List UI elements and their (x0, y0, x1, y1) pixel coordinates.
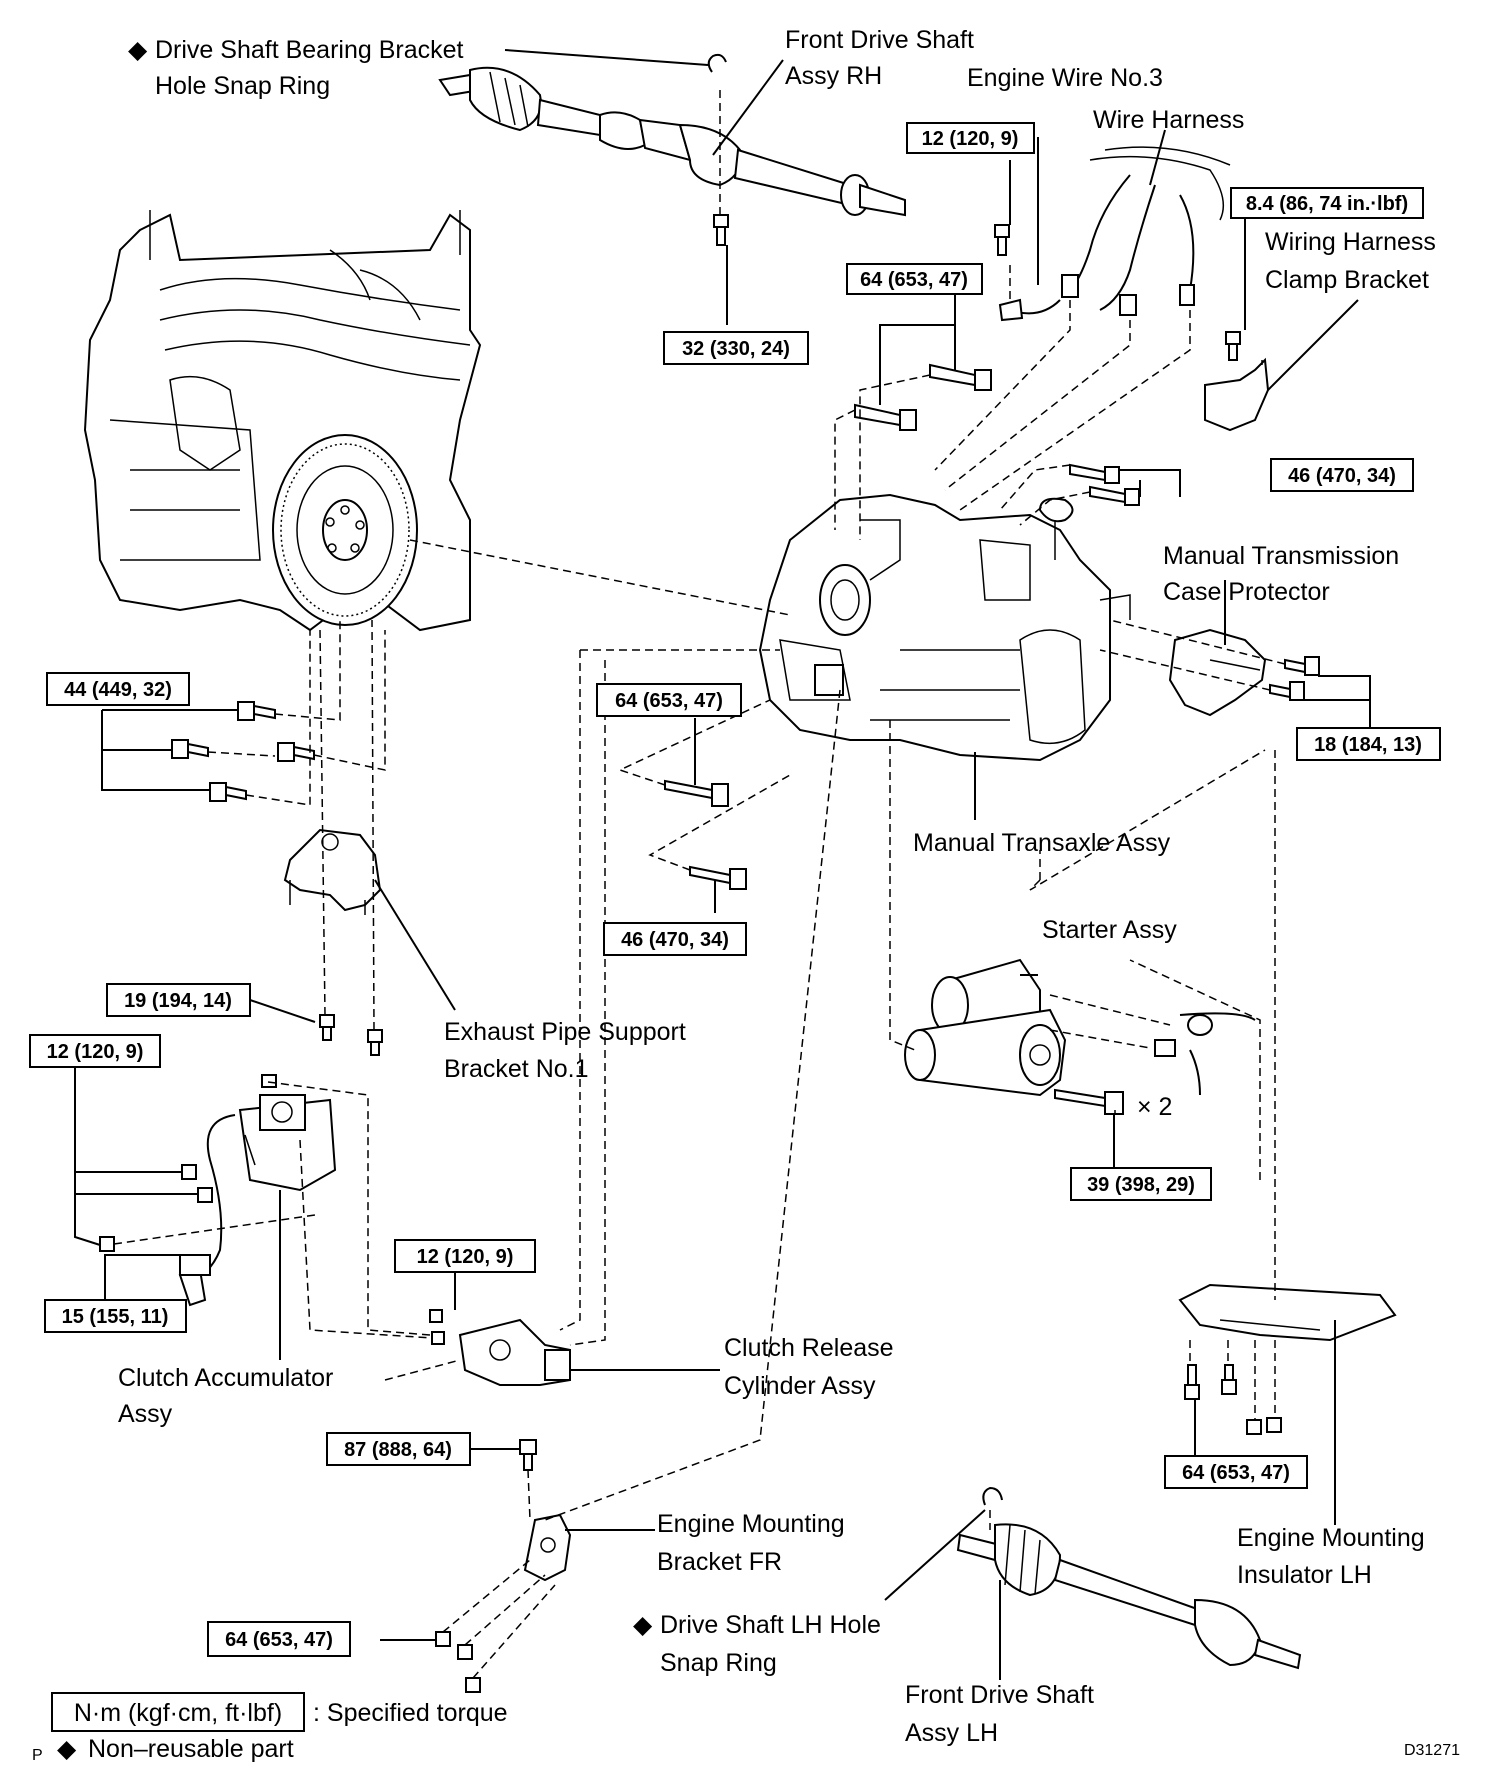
torque-12-acc: 12 (120, 9) (29, 1034, 161, 1068)
wiring-harness-clamp-bracket (1204, 331, 1270, 432)
torque-text: 64 (653, 47) (1182, 1462, 1290, 1484)
label-lh-snap-ring-2: Snap Ring (660, 1649, 777, 1677)
torque-12-wire: 12 (120, 9) (906, 122, 1035, 154)
diamond-symbol: ◆ (128, 36, 148, 64)
torque-8-4: 8.4 (86, 74 in.·lbf) (1230, 187, 1424, 219)
torque-32: 32 (330, 24) (663, 331, 809, 365)
label-starter: Starter Assy (1042, 916, 1177, 944)
torque-39: 39 (398, 29) (1070, 1167, 1212, 1201)
torque-text: 87 (888, 64) (344, 1439, 452, 1461)
torque-12-rel: 12 (120, 9) (394, 1239, 536, 1273)
manual-transaxle (758, 493, 1131, 762)
rh-snap-ring (707, 53, 727, 73)
label-times-two: × 2 (1137, 1093, 1172, 1121)
bolt-64-mid (664, 779, 729, 807)
label-clamp-bracket-1: Wiring Harness (1265, 228, 1436, 256)
torque-text: 32 (330, 24) (682, 338, 790, 360)
bolt-12-wire (994, 224, 1010, 256)
label-exhaust-bracket-2: Bracket No.1 (444, 1055, 589, 1083)
flywheel (272, 434, 418, 626)
bolt-32 (713, 214, 729, 246)
torque-18: 18 (184, 13) (1296, 727, 1441, 761)
torque-64-top: 64 (653, 47) (846, 263, 983, 295)
torque-64-ins: 64 (653, 47) (1164, 1455, 1308, 1489)
label-front-shaft-rh-1: Front Drive Shaft (785, 26, 974, 54)
torque-64-mid: 64 (653, 47) (596, 683, 742, 717)
legend: N·m (kgf·cm, ft·lbf) : Specified torque … (32, 1692, 508, 1764)
label-case-protector-2: Case Protector (1163, 578, 1330, 606)
label-clutch-release-1: Clutch Release (724, 1334, 894, 1362)
engine-mounting-bracket-fr (435, 1439, 572, 1693)
torque-text: 8.4 (86, 74 in.·lbf) (1246, 193, 1408, 215)
legend-unit-box: N·m (kgf·cm, ft·lbf) (74, 1699, 282, 1727)
torque-text: 12 (120, 9) (922, 128, 1019, 150)
label-transaxle: Manual Transaxle Assy (913, 829, 1171, 857)
torque-text: 46 (470, 34) (1288, 465, 1396, 487)
label-rh-snap-ring-2: Hole Snap Ring (155, 72, 330, 100)
torque-19: 19 (194, 14) (106, 983, 251, 1017)
label-exhaust-bracket-1: Exhaust Pipe Support (444, 1018, 686, 1046)
engine-mounting-insulator-lh (1178, 1283, 1397, 1435)
torque-87: 87 (888, 64) (326, 1432, 471, 1466)
exhaust-pipe-support-bracket (283, 828, 383, 1056)
dashed-lines (113, 90, 1286, 1679)
label-clutch-accumulator-2: Assy (118, 1400, 173, 1428)
front-drive-shaft-rh (438, 66, 906, 217)
legend-p-marker: P (32, 1747, 43, 1764)
torque-text: 12 (120, 9) (47, 1041, 144, 1063)
bolt-46-mid (689, 865, 747, 890)
torque-text: 12 (120, 9) (417, 1246, 514, 1268)
label-clutch-accumulator-1: Clutch Accumulator (118, 1364, 333, 1392)
part-labels: ◆ Drive Shaft Bearing Bracket Hole Snap … (118, 26, 1436, 1747)
label-front-shaft-lh-2: Assy LH (905, 1719, 998, 1747)
torque-text: 64 (653, 47) (615, 690, 723, 712)
label-front-shaft-rh-2: Assy RH (785, 62, 882, 90)
torque-15: 15 (155, 11) (44, 1299, 187, 1333)
torque-text: 64 (653, 47) (860, 269, 968, 291)
torque-46-mid: 46 (470, 34) (603, 922, 747, 956)
torque-44: 44 (449, 32) (46, 672, 190, 706)
label-wire-harness: Wire Harness (1093, 106, 1244, 134)
lh-snap-ring (982, 1486, 1003, 1506)
torque-text: 15 (155, 11) (62, 1306, 169, 1328)
torque-text: 44 (449, 32) (64, 679, 172, 701)
clutch-accumulator-assy (99, 1074, 337, 1307)
label-case-protector-1: Manual Transmission (1163, 542, 1399, 570)
front-drive-shaft-lh (956, 1523, 1302, 1670)
starter-assy (904, 958, 1256, 1115)
bolts-46-right (1069, 463, 1140, 506)
diamond-symbol-lh: ◆ (633, 1611, 653, 1639)
label-mount-bracket-fr-2: Bracket FR (657, 1548, 782, 1576)
bolts-44 (171, 701, 315, 802)
label-mount-bracket-fr-1: Engine Mounting (657, 1510, 845, 1538)
label-clamp-bracket-2: Clamp Bracket (1265, 266, 1429, 294)
wire-harness (998, 146, 1231, 322)
torque-text: 46 (470, 34) (621, 929, 729, 951)
case-protector (1168, 628, 1320, 717)
clutch-release-cylinder (429, 1309, 571, 1386)
torque-text: 39 (398, 29) (1087, 1174, 1195, 1196)
torque-text: 19 (194, 14) (124, 990, 232, 1012)
label-engine-wire: Engine Wire No.3 (967, 64, 1163, 92)
legend-non-reusable: Non–reusable part (88, 1735, 294, 1763)
label-rh-snap-ring-1: Drive Shaft Bearing Bracket (155, 36, 464, 64)
figure-id: D31271 (1404, 1742, 1460, 1759)
label-insulator-lh-1: Engine Mounting (1237, 1524, 1425, 1552)
bolts-64-top (854, 363, 992, 431)
torque-text: 64 (653, 47) (225, 1629, 333, 1651)
torque-46-right: 46 (470, 34) (1270, 458, 1414, 492)
label-front-shaft-lh-1: Front Drive Shaft (905, 1681, 1094, 1709)
legend-diamond: ◆ (57, 1735, 77, 1763)
label-lh-snap-ring-1: Drive Shaft LH Hole (660, 1611, 881, 1639)
torque-64-bot: 64 (653, 47) (207, 1621, 351, 1657)
legend-specified-torque: : Specified torque (313, 1699, 508, 1727)
label-insulator-lh-2: Insulator LH (1237, 1561, 1372, 1589)
torque-boxes: 12 (120, 9) 8.4 (86, 74 in.·lbf) 64 (653… (29, 122, 1441, 1657)
label-clutch-release-2: Cylinder Assy (724, 1372, 876, 1400)
torque-text: 18 (184, 13) (1314, 734, 1422, 756)
